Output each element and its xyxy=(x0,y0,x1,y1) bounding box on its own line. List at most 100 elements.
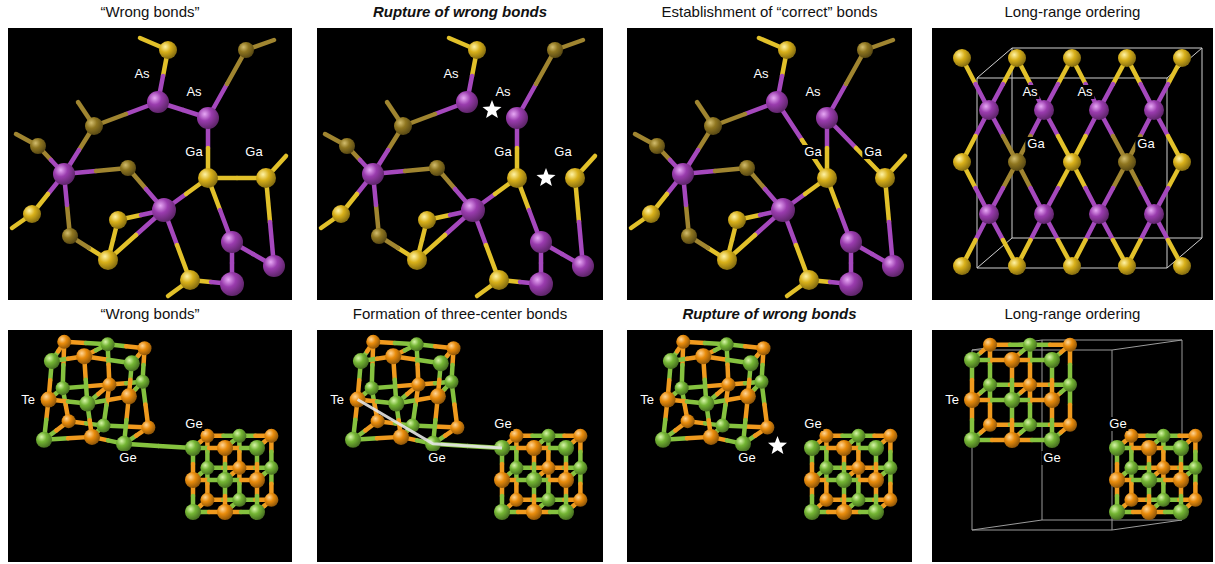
molecule-model xyxy=(964,338,1202,520)
bond-break-star xyxy=(482,100,501,118)
model-panel: Long-range orderingAsAsGaGa xyxy=(932,28,1213,300)
atom-ball xyxy=(875,168,895,188)
atom-ball xyxy=(217,504,233,520)
atom-ball xyxy=(1008,49,1026,67)
model-panel: Formation of three-center bondsTeGeGe xyxy=(317,330,603,562)
atom-ball xyxy=(1156,461,1170,475)
atom-ball xyxy=(1109,504,1125,520)
molecule-model xyxy=(321,38,595,296)
atom-ball xyxy=(698,395,714,411)
atom-ball xyxy=(185,472,201,488)
atom-ball xyxy=(953,257,971,275)
atom-ball xyxy=(1109,440,1125,456)
atom-label: Te xyxy=(328,393,346,407)
atom-ball xyxy=(1118,153,1136,171)
atom-ball xyxy=(217,472,233,488)
atom-ball xyxy=(1118,257,1136,275)
atom-ball xyxy=(249,440,265,456)
atom-ball xyxy=(676,335,690,349)
atom-ball xyxy=(979,204,999,224)
molecule-model xyxy=(12,38,286,296)
structure-illustration xyxy=(932,28,1213,300)
atom-ball xyxy=(1008,153,1026,171)
atom-ball xyxy=(757,341,771,355)
atom-ball xyxy=(1173,257,1191,275)
panel-title: Establishment of “correct” bonds xyxy=(615,3,924,21)
atom-ball xyxy=(1044,392,1060,408)
unit-cell-frame xyxy=(977,48,1202,268)
atom-ball xyxy=(217,440,233,456)
atom-ball xyxy=(456,91,478,113)
atom-ball xyxy=(526,440,542,456)
panel-title: Rupture of wrong bonds xyxy=(305,3,615,21)
atom-ball xyxy=(1188,429,1202,443)
atom-ball xyxy=(804,504,820,520)
atom-ball xyxy=(572,255,594,277)
model-panel: Rupture of wrong bondsTeGeGe xyxy=(627,330,912,562)
atom-label: As xyxy=(803,85,822,99)
atom-label: Ge xyxy=(1041,451,1062,465)
atom-ball xyxy=(681,228,697,244)
atom-ball xyxy=(649,138,665,154)
atom-ball xyxy=(1044,352,1060,368)
atom-ball xyxy=(1063,338,1077,352)
atom-label: Te xyxy=(19,393,37,407)
atom-ball xyxy=(84,429,100,445)
atom-ball xyxy=(983,338,997,352)
atom-ball xyxy=(44,353,60,369)
atom-ball xyxy=(1144,204,1164,224)
atom-ball xyxy=(883,429,897,443)
atom-label: Ge xyxy=(117,451,138,465)
structure-illustration xyxy=(627,330,912,562)
atom-ball xyxy=(655,432,671,448)
atom-ball xyxy=(1173,49,1191,67)
atom-ball xyxy=(804,440,820,456)
atom-ball xyxy=(541,461,555,475)
molecule-model xyxy=(36,335,278,520)
atom-ball xyxy=(121,388,137,404)
atom-ball xyxy=(135,375,149,389)
atom-ball xyxy=(264,429,278,443)
atom-label: Te xyxy=(943,393,961,407)
atom-ball xyxy=(720,337,734,351)
atom-ball xyxy=(468,41,486,59)
panel-title: Long-range ordering xyxy=(920,305,1215,323)
atom-ball xyxy=(62,414,76,428)
atom-ball xyxy=(868,472,884,488)
atom-ball xyxy=(102,378,116,392)
atom-ball xyxy=(703,429,719,445)
atom-label: Ge xyxy=(492,417,513,431)
atom-ball xyxy=(541,429,555,443)
atom-ball xyxy=(30,138,46,154)
atom-ball xyxy=(98,250,118,270)
atom-ball xyxy=(232,429,246,443)
atom-ball xyxy=(1124,461,1138,475)
atom-ball xyxy=(430,388,446,404)
atom-ball xyxy=(1023,418,1037,432)
atom-ball xyxy=(1141,440,1157,456)
atom-label: Ga xyxy=(183,145,204,159)
atom-ball xyxy=(840,231,862,253)
atom-ball xyxy=(766,91,788,113)
atom-ball xyxy=(1063,257,1081,275)
atom-label: As xyxy=(184,85,203,99)
atom-ball xyxy=(394,117,412,135)
atom-ball xyxy=(836,440,852,456)
atom-ball xyxy=(839,272,863,296)
atom-ball xyxy=(489,270,509,290)
atom-ball xyxy=(1089,100,1109,120)
atom-ball xyxy=(704,117,722,135)
atom-ball xyxy=(200,493,214,507)
atom-label: Ge xyxy=(426,451,447,465)
atom-ball xyxy=(526,504,542,520)
unit-cell-edge xyxy=(1112,340,1182,350)
atom-ball xyxy=(1141,472,1157,488)
atom-ball xyxy=(249,472,265,488)
atom-ball xyxy=(264,461,278,475)
atom-ball xyxy=(979,100,999,120)
atom-ball xyxy=(1173,472,1189,488)
atom-ball xyxy=(1188,461,1202,475)
atom-ball xyxy=(529,272,553,296)
atom-ball xyxy=(953,153,971,171)
panel-title: Long-range ordering xyxy=(920,3,1215,21)
